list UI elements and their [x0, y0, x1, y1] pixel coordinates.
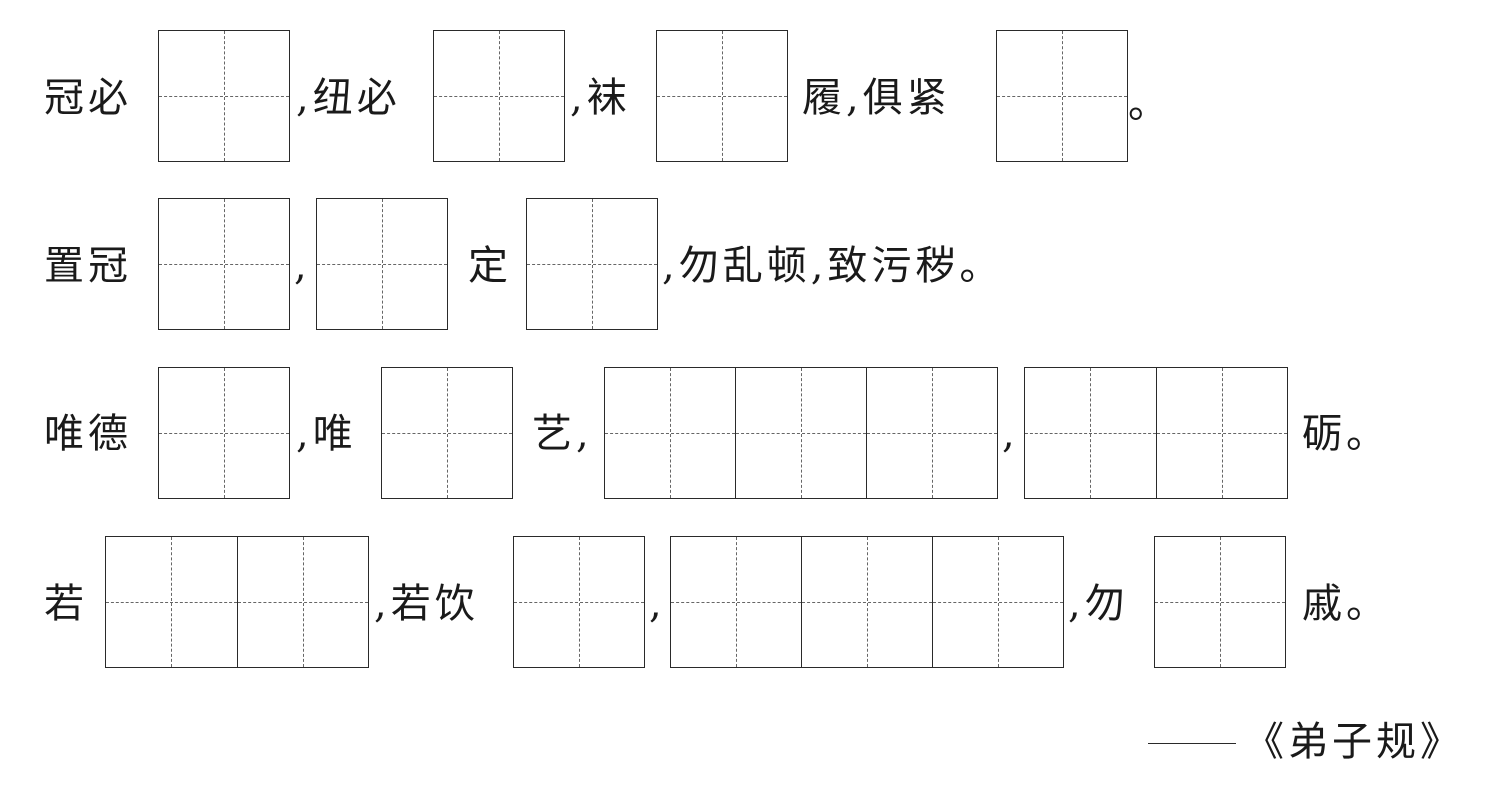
text-segment: ,勿乱顿,致污秽。 [662, 243, 1004, 289]
source-attribution: 《弟子规》 [1148, 722, 1464, 762]
text-segment: 。 [1128, 81, 1172, 127]
answer-box-14[interactable] [670, 536, 1064, 668]
em-dash [1148, 742, 1236, 744]
text-segment: , [649, 581, 662, 627]
answer-box-9[interactable] [381, 367, 513, 499]
text-segment: 定 [468, 243, 512, 289]
answer-box-1[interactable] [158, 30, 290, 162]
answer-box-11[interactable] [1024, 367, 1288, 499]
answer-box-5[interactable] [158, 198, 290, 330]
source-title: 《弟子规》 [1244, 719, 1464, 765]
text-segment: ,唯 [296, 411, 357, 457]
text-segment: ,勿 [1068, 581, 1129, 627]
text-segment: 冠必 [44, 75, 132, 121]
text-segment: 唯德 [44, 411, 132, 457]
answer-box-12[interactable] [105, 536, 369, 668]
text-segment: 艺, [532, 411, 593, 457]
text-segment: , [294, 243, 307, 289]
text-segment: 置冠 [44, 243, 132, 289]
answer-box-3[interactable] [656, 30, 788, 162]
answer-box-15[interactable] [1154, 536, 1286, 668]
text-segment: 若 [44, 581, 88, 627]
answer-box-6[interactable] [316, 198, 448, 330]
answer-box-13[interactable] [513, 536, 645, 668]
text-segment: 戚。 [1302, 581, 1390, 627]
text-segment: ,若饮 [374, 581, 479, 627]
text-segment: ,纽必 [296, 75, 401, 121]
text-segment: ,袜 [570, 75, 631, 121]
text-segment: , [1002, 411, 1015, 457]
answer-box-4[interactable] [996, 30, 1128, 162]
text-segment: 砺。 [1302, 411, 1390, 457]
answer-box-10[interactable] [604, 367, 998, 499]
answer-box-2[interactable] [433, 30, 565, 162]
text-segment: 履,俱紧 [802, 75, 951, 121]
answer-box-8[interactable] [158, 367, 290, 499]
answer-box-7[interactable] [526, 198, 658, 330]
